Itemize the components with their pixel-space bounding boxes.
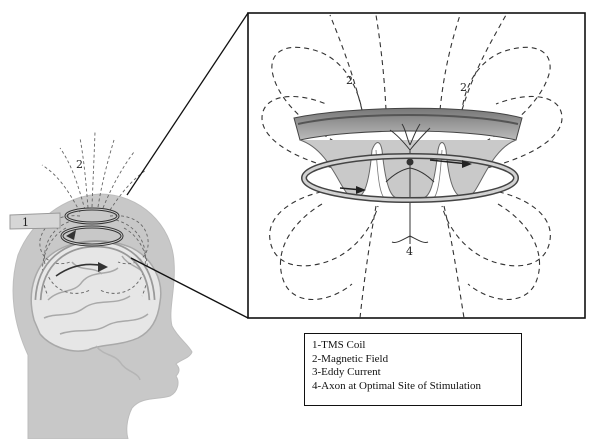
- coil-current-arrow-icon: [66, 230, 76, 240]
- cortex-band: [293, 107, 523, 201]
- coil-handle: [9, 212, 61, 230]
- zoom-connector-lines: [126, 12, 249, 319]
- axon-marker: 4: [406, 245, 413, 258]
- neuron-axon: [385, 123, 435, 244]
- field-marker-small: 2: [76, 158, 83, 171]
- field-marker-right: 2: [460, 81, 467, 94]
- legend-box: 1-TMS Coil 2-Magnetic Field 3-Eddy Curre…: [304, 333, 522, 406]
- coil-marker-label: 1: [22, 216, 29, 229]
- zoom-inset: 2 2 4: [247, 12, 586, 319]
- legend-item-eddy-current: 3-Eddy Current: [312, 366, 381, 378]
- legend-item-magnetic-field: 2-Magnetic Field: [312, 352, 389, 365]
- legend-item-tms-coil: 1-TMS Coil: [312, 339, 366, 351]
- brain: [30, 240, 162, 381]
- large-magnetic-field-lines: [261, 14, 563, 319]
- tms-coil-zoomed: [301, 153, 519, 203]
- eddy-arrow-icon: [98, 262, 108, 272]
- legend-item-axon: 4-Axon at Optimal Site of Stimulation: [312, 379, 481, 392]
- tms-coil-small: [9, 207, 124, 247]
- zoomed-arrow-right-icon: [462, 160, 472, 168]
- zoomed-arrow-left-icon: [356, 186, 366, 194]
- field-marker-left: 2: [346, 74, 353, 87]
